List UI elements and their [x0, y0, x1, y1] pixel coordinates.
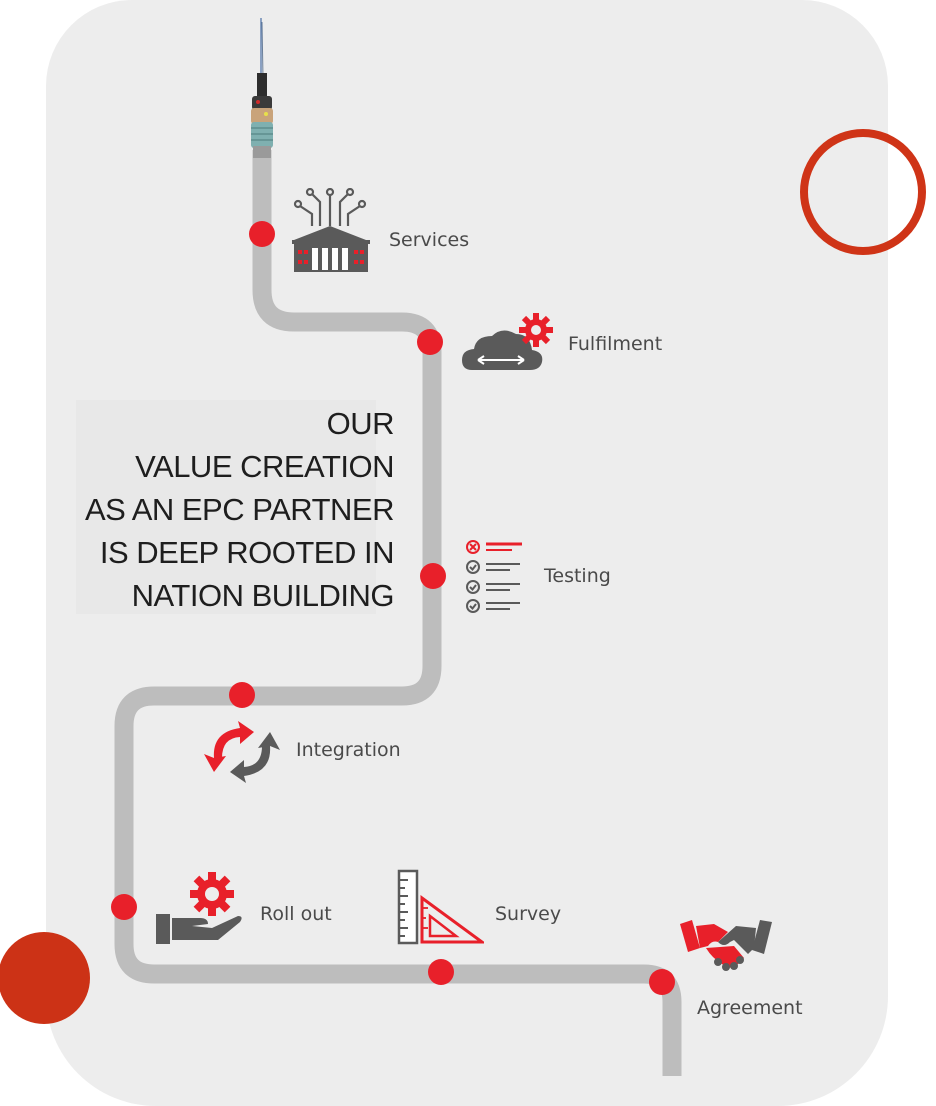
- headline: OUR VALUE CREATION AS AN EPC PARTNER IS …: [70, 402, 395, 617]
- hand-gear-icon: [156, 872, 242, 944]
- headline-line: VALUE CREATION: [135, 449, 394, 484]
- headline-line: OUR: [326, 406, 395, 441]
- government-building-network-icon: [292, 188, 370, 272]
- handshake-icon: [680, 920, 772, 971]
- checklist-icon: [466, 540, 522, 613]
- decorative-ring: [800, 129, 926, 255]
- milestone-dot-agreement: [649, 969, 675, 995]
- milestone-dot-survey: [428, 959, 454, 985]
- headline-line: AS AN EPC PARTNER: [84, 492, 395, 527]
- milestone-dot-fulfilment: [417, 329, 443, 355]
- cloud-gear-icon: [462, 313, 553, 370]
- fiber-cable-icon: [251, 18, 273, 158]
- decorative-dot: [0, 932, 90, 1024]
- headline-line: NATION BUILDING: [131, 578, 395, 613]
- stage-label-testing: Testing: [544, 565, 611, 587]
- stage-label-survey: Survey: [495, 903, 562, 925]
- ruler-set-square-icon: [397, 869, 484, 945]
- stage-label-fulfilment: Fulfilment: [568, 333, 663, 355]
- milestone-dot-testing: [420, 563, 446, 589]
- milestone-dot-services: [249, 221, 275, 247]
- stage-label-integration: Integration: [296, 739, 401, 761]
- sync-arrows-icon: [204, 721, 280, 783]
- headline-background: [76, 400, 376, 614]
- stage-label-agreement: Agreement: [697, 997, 803, 1019]
- milestone-dot-integration: [229, 682, 255, 708]
- stage-label-rollout: Roll out: [260, 903, 332, 925]
- milestone-dot-rollout: [111, 894, 137, 920]
- headline-line: IS DEEP ROOTED IN: [99, 535, 395, 570]
- stage-label-services: Services: [389, 229, 470, 251]
